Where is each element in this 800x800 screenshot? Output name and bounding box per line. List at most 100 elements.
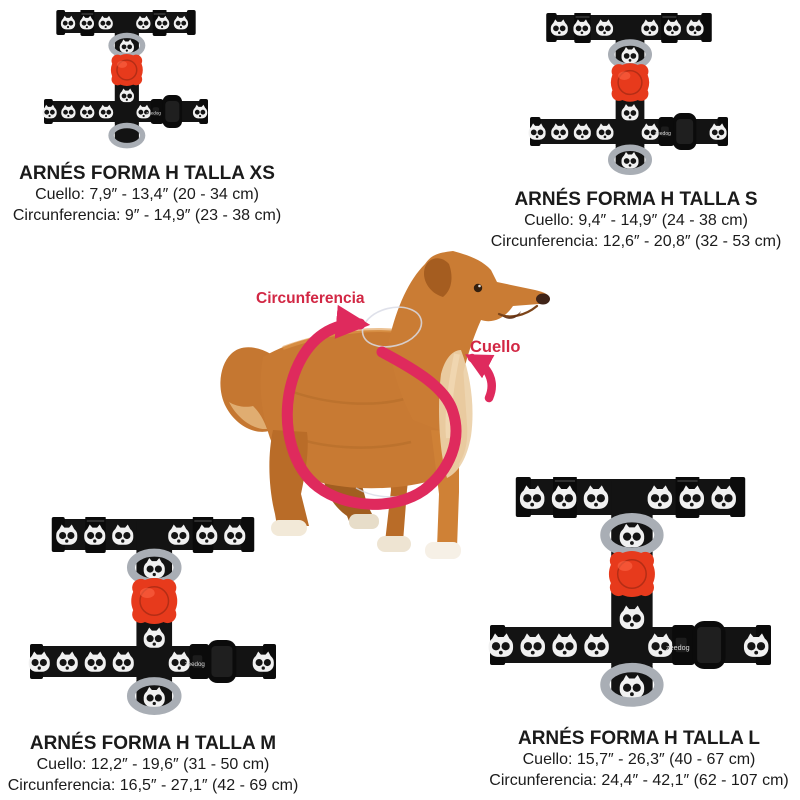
skull-icon <box>520 633 545 657</box>
skull-icon <box>84 524 106 545</box>
size-title: ARNÉS FORMA H TALLA L <box>517 728 761 749</box>
caption-l: ARNÉS FORMA H TALLA L Cuello: 15,7″ - 26… <box>478 728 800 791</box>
skull-icon <box>679 485 705 509</box>
brand-label: zeedog <box>655 131 672 137</box>
neck-measure: Cuello: 12,2″ - 19,6″ (31 - 50 cm) <box>36 756 270 773</box>
harness-photo-m: zeedog <box>28 516 278 722</box>
skull-icon <box>136 104 151 119</box>
skull-icon <box>583 485 609 509</box>
center-ball <box>131 578 178 624</box>
skull-icon <box>621 104 639 121</box>
skull-icon <box>573 123 591 140</box>
center-ball <box>110 54 143 86</box>
skull-icon <box>60 15 76 30</box>
skull-icon <box>143 557 165 579</box>
circumference-label: Circunferencia <box>256 290 365 307</box>
skull-icon <box>641 123 659 140</box>
girth-measure: Circunferencia: 12,6″ - 20,8″ (32 - 53 c… <box>490 232 782 250</box>
buckle <box>672 621 726 669</box>
girth-measure: Circunferencia: 24,4″ - 42,1″ (62 - 107 … <box>489 771 789 789</box>
buckle <box>658 113 697 150</box>
metal-ring <box>608 144 653 175</box>
dog-ear <box>423 258 452 297</box>
skull-icon <box>584 633 609 657</box>
dog-tail <box>220 347 271 432</box>
dog-rear-leg-near <box>269 430 309 526</box>
skull-icon <box>98 15 113 30</box>
skull-icon <box>596 19 614 36</box>
skull-icon <box>641 19 659 36</box>
skull-icon <box>98 104 114 119</box>
dog-paw <box>425 542 461 559</box>
dog-eye <box>473 283 483 293</box>
neck-measure: Cuello: 15,7″ - 26,3″ (40 - 67 cm) <box>522 751 756 768</box>
dog-mouth-shadow <box>501 311 521 319</box>
brand-label: zeedog <box>666 643 690 652</box>
skull-icon <box>56 651 78 672</box>
brand-label: zeedog <box>146 110 161 115</box>
skull-icon <box>224 524 246 545</box>
skull-icon <box>619 605 645 630</box>
buckle <box>150 95 183 128</box>
size-title: ARNÉS FORMA H TALLA M <box>29 733 277 754</box>
skull-icon <box>143 686 165 708</box>
skull-icon <box>621 47 639 64</box>
dog-nose <box>536 293 550 305</box>
neck-measure: Cuello: 9,4″ - 14,9″ (24 - 38 cm) <box>524 212 748 229</box>
dog-paw <box>271 520 307 536</box>
skull-icon <box>28 651 50 672</box>
skull-icon <box>686 19 704 36</box>
skull-icon <box>663 19 681 36</box>
neck-label: Cuello <box>470 338 521 356</box>
skull-icon <box>488 633 514 657</box>
skull-icon <box>136 15 151 30</box>
skull-icon <box>528 123 546 140</box>
metal-ring <box>600 662 664 707</box>
skull-icon <box>192 104 208 119</box>
harness-photo-xs: zeedog <box>42 9 210 155</box>
skull-icon <box>552 633 577 657</box>
skull-icon <box>619 523 645 548</box>
dog-eye-glint <box>478 284 481 288</box>
skull-icon <box>84 651 106 672</box>
skull-icon <box>648 633 673 657</box>
girth-measure: Circunferencia: 16,5″ - 27,1″ (42 - 69 c… <box>7 776 299 794</box>
brand-label: zeedog <box>185 661 206 668</box>
skull-icon <box>42 104 57 119</box>
skull-icon <box>647 485 673 509</box>
harness-illustration: zeedog <box>42 9 208 149</box>
center-ball <box>610 63 650 102</box>
skull-icon <box>80 104 95 119</box>
skull-icon <box>119 39 134 54</box>
skull-icon <box>619 674 645 699</box>
caption-m: ARNÉS FORMA H TALLA M Cuello: 12,2″ - 19… <box>0 733 306 796</box>
size-title: ARNÉS FORMA H TALLA S <box>514 189 758 210</box>
skull-icon <box>168 524 190 545</box>
skull-icon <box>154 15 170 30</box>
skull-icon <box>711 485 736 509</box>
skull-icon <box>61 104 76 119</box>
metal-ring <box>108 122 146 149</box>
skull-icon <box>173 15 189 30</box>
skull-icon <box>112 651 134 672</box>
skull-icon <box>709 123 727 140</box>
skull-icon <box>550 19 568 36</box>
girth-measure: Circunferencia: 9″ - 14,9″ (23 - 38 cm) <box>12 206 282 224</box>
caption-s: ARNÉS FORMA H TALLA S Cuello: 9,4″ - 14,… <box>480 189 792 252</box>
caption-xs: ARNÉS FORMA H TALLA XS Cuello: 7,9″ - 13… <box>0 163 294 226</box>
buckle <box>189 640 237 683</box>
dog-paw <box>349 514 379 529</box>
skull-icon <box>252 651 274 672</box>
harness-illustration: zeedog <box>528 12 728 175</box>
skull-icon <box>596 123 614 140</box>
metal-ring <box>126 677 182 715</box>
skull-icon <box>551 485 577 509</box>
size-title: ARNÉS FORMA H TALLA XS <box>19 163 275 184</box>
neck-measure: Cuello: 7,9″ - 13,4″ (20 - 34 cm) <box>35 186 259 203</box>
skull-icon <box>56 524 78 545</box>
harness-photo-s: zeedog <box>528 12 730 182</box>
skull-icon <box>743 633 769 657</box>
harness-illustration: zeedog <box>28 516 276 715</box>
dog-tail-fur <box>229 402 267 430</box>
skull-icon <box>621 152 639 169</box>
